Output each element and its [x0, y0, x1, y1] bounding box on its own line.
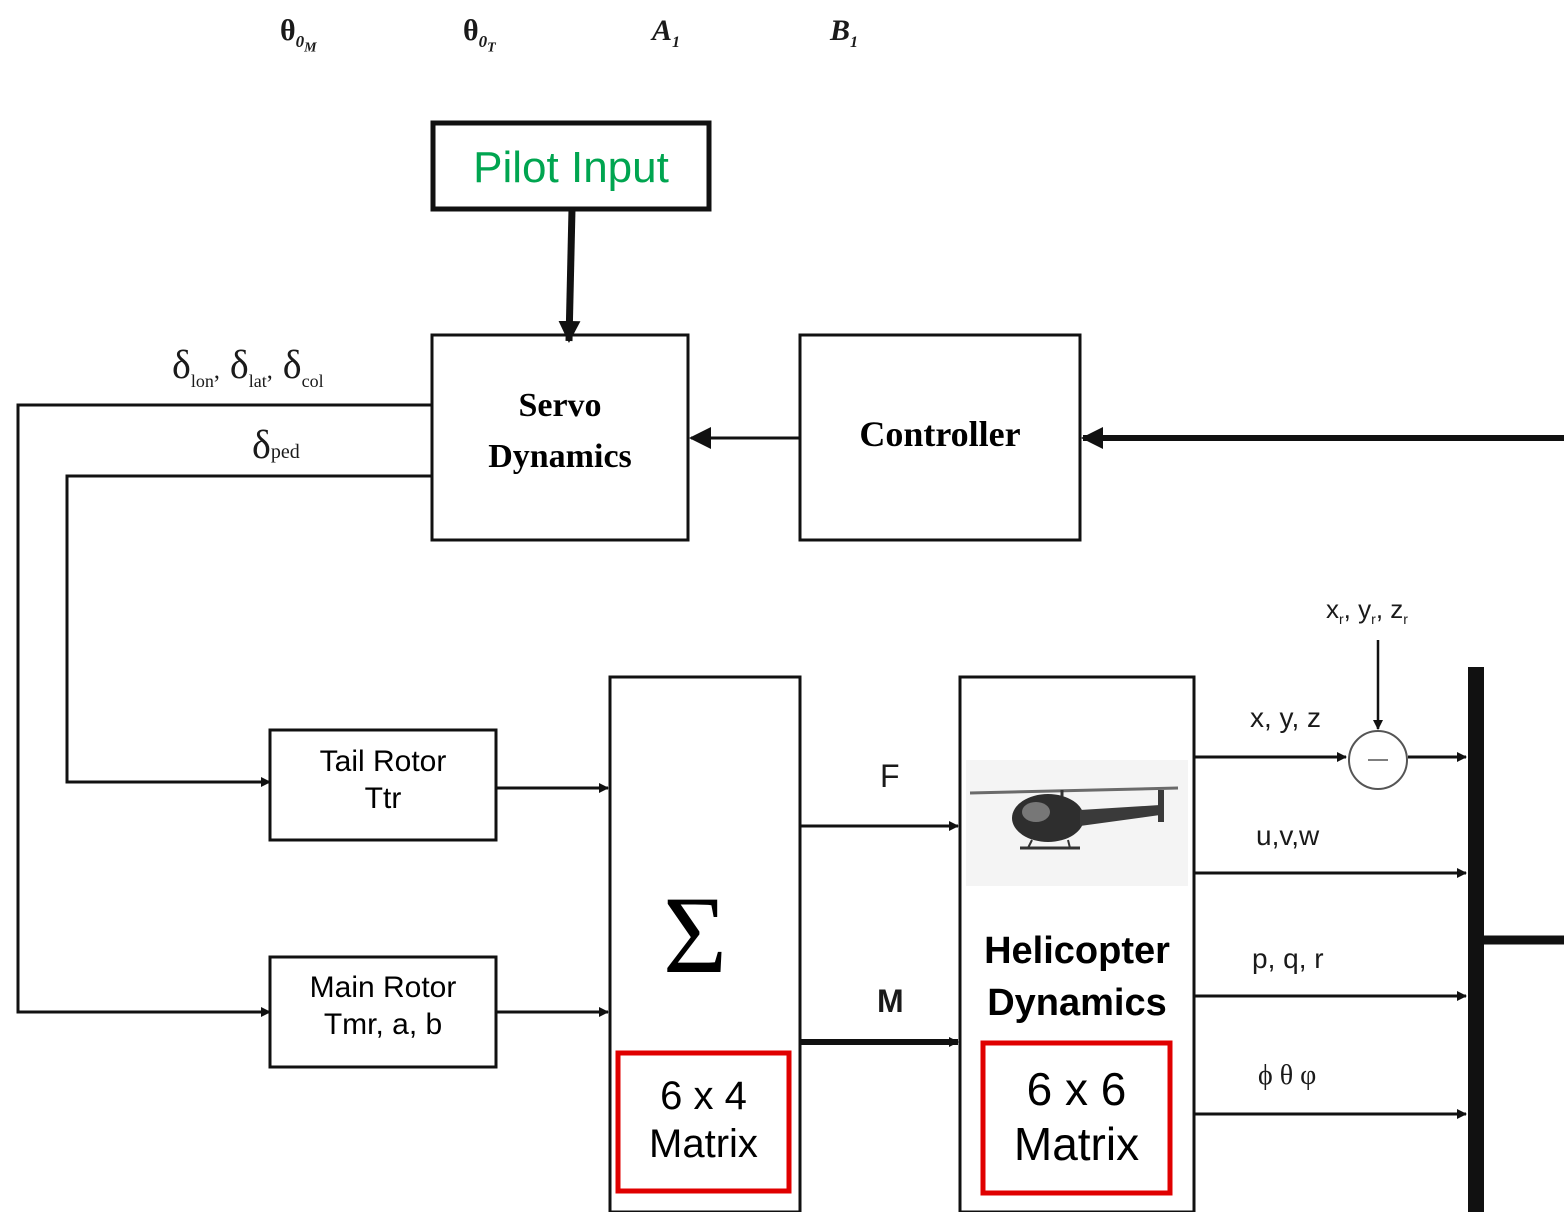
sigma-symbol: Σ	[610, 880, 780, 990]
sum-matrix-line-1: 6 x 4	[618, 1072, 789, 1120]
delta-main-path	[18, 405, 432, 1012]
pilot-input-label: Pilot Input	[473, 146, 669, 190]
attitude-label: ϕ θ φ	[1258, 1062, 1316, 1090]
heli-matrix-line-2: Matrix	[983, 1117, 1170, 1172]
reference-label: xr, yr, zr	[1326, 596, 1408, 626]
servo-line-1: Servo	[432, 385, 688, 428]
main-rotor-line-2: Tmr, a, b	[270, 1007, 496, 1044]
controller-label: Controller	[800, 412, 1080, 457]
heli-matrix-line-1: 6 x 6	[983, 1062, 1170, 1117]
tail-rotor-line-2: Ttr	[270, 781, 496, 818]
helicopter-dynamics-label: Helicopter Dynamics	[960, 925, 1194, 1030]
main-rotor-line-1: Main Rotor	[270, 970, 496, 1007]
theta-0-main-symbol: θ0M	[280, 16, 317, 55]
servo-dynamics-label: Servo Dynamics	[432, 385, 688, 478]
b1-symbol: B1	[830, 16, 858, 51]
velocity-label: u,v,w	[1256, 822, 1319, 850]
theta-0-tail-symbol: θ0T	[463, 16, 496, 55]
sum-matrix-label: 6 x 4 Matrix	[618, 1072, 789, 1168]
heli-line-1: Helicopter	[960, 925, 1194, 977]
moment-label: M	[877, 985, 904, 1017]
delta-lon-lat-col-label: δlon, δlat, δcol	[172, 345, 324, 390]
delta-ped-label: δped	[252, 425, 300, 465]
output-bus-bar	[1468, 667, 1484, 1212]
servo-line-2: Dynamics	[432, 436, 688, 479]
a1-symbol: A1	[652, 16, 680, 51]
main-rotor-label: Main Rotor Tmr, a, b	[270, 970, 496, 1043]
position-label: x, y, z	[1250, 704, 1321, 732]
sum-matrix-line-2: Matrix	[618, 1120, 789, 1168]
heli-matrix-label: 6 x 6 Matrix	[983, 1062, 1170, 1172]
force-label: F	[880, 760, 900, 792]
heli-line-2: Dynamics	[960, 977, 1194, 1029]
tail-rotor-label: Tail Rotor Ttr	[270, 744, 496, 817]
pilot-to-servo-arrow	[569, 209, 572, 341]
helicopter-icon	[966, 760, 1188, 886]
tail-rotor-line-1: Tail Rotor	[270, 744, 496, 781]
rates-label: p, q, r	[1252, 945, 1324, 973]
